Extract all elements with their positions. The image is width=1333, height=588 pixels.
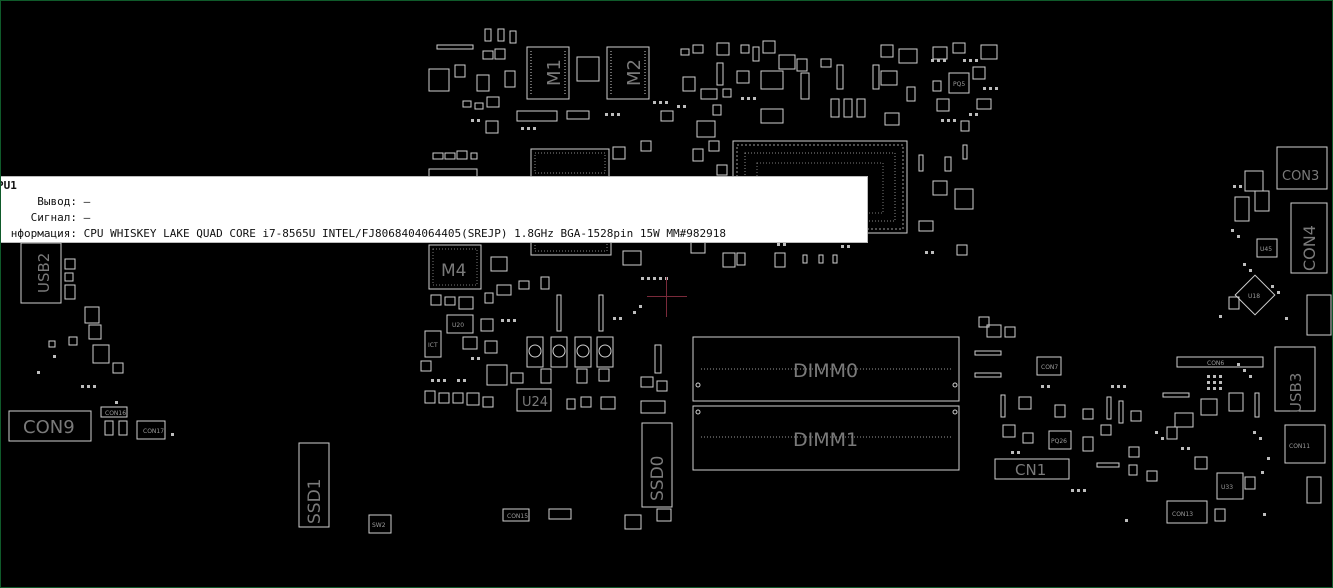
- u33-label: U33: [1221, 484, 1233, 491]
- usb3-label: USB3: [1287, 373, 1305, 413]
- m1-footprint[interactable]: M1: [526, 46, 570, 100]
- usb3-connector[interactable]: USB3: [1274, 346, 1316, 413]
- pq26-footprint[interactable]: [1048, 430, 1072, 450]
- con3-connector[interactable]: CON3: [1276, 146, 1328, 190]
- cn1-label: CN1: [1015, 461, 1046, 479]
- con-small-right[interactable]: [1306, 294, 1332, 336]
- sw2-label: SW2: [372, 522, 386, 529]
- dimm0-slot[interactable]: DIMM0: [692, 336, 960, 402]
- con7-label: CON7: [1041, 364, 1058, 371]
- tooltip-row-pin: Вывод: —: [1, 194, 867, 210]
- u24-footprint[interactable]: [516, 388, 552, 412]
- ssd0-label: SSD0: [648, 456, 668, 502]
- tooltip-value-info: CPU WHISKEY LAKE QUAD CORE i7-8565U INTE…: [83, 227, 727, 240]
- con11-label: CON11: [1289, 443, 1310, 450]
- tooltip-row-signal: Сигнал: —: [1, 210, 867, 226]
- con4-label: CON4: [1300, 225, 1319, 271]
- ssd1-slot[interactable]: SSD1: [298, 442, 330, 528]
- m1-label: M1: [544, 59, 565, 86]
- ict-label: ICT: [428, 342, 438, 349]
- tooltip-value-pin: —: [83, 195, 91, 208]
- con4-connector[interactable]: CON4: [1290, 202, 1328, 274]
- con17-connector[interactable]: [136, 420, 166, 440]
- cn1-connector[interactable]: CN1: [994, 458, 1070, 480]
- sw2-switch[interactable]: [368, 514, 392, 534]
- dimm1-slot[interactable]: DIMM1: [692, 405, 960, 471]
- pq26-label: PQ26: [1051, 438, 1067, 445]
- u18-label: U18: [1248, 293, 1260, 300]
- con16-connector[interactable]: [100, 406, 128, 418]
- u24-label: U24: [522, 395, 548, 410]
- u45-footprint[interactable]: [1256, 238, 1278, 258]
- pq5-footprint[interactable]: [948, 72, 970, 94]
- u20-label: U20: [452, 322, 464, 329]
- m4-label: M4: [441, 261, 466, 281]
- con15-label: CON15: [507, 513, 528, 520]
- tooltip-title: PU1: [1, 179, 17, 192]
- con9-connector[interactable]: CON9: [8, 410, 92, 442]
- con15-connector[interactable]: [502, 508, 530, 522]
- u45-label: U45: [1260, 246, 1272, 253]
- u18-footprint[interactable]: [1234, 274, 1276, 316]
- dimm0-label: DIMM0: [793, 360, 858, 382]
- u33-footprint[interactable]: [1216, 472, 1244, 500]
- con13-label: CON13: [1172, 511, 1193, 518]
- m2-footprint[interactable]: M2: [606, 46, 650, 100]
- con9-label: CON9: [23, 417, 75, 438]
- con6-connector[interactable]: [1176, 356, 1264, 368]
- usb2-label: USB2: [35, 253, 53, 293]
- dimm1-label: DIMM1: [793, 429, 858, 451]
- con6-label: CON6: [1207, 360, 1224, 367]
- ssd0-slot[interactable]: SSD0: [641, 422, 673, 508]
- u20-footprint[interactable]: [446, 314, 474, 334]
- tooltip-key-info: нформация:: [10, 227, 77, 240]
- usb2-connector[interactable]: USB2: [20, 242, 62, 304]
- pq5-label: PQ5: [953, 81, 965, 88]
- con3-label: CON3: [1282, 169, 1319, 184]
- tooltip-value-signal: —: [83, 211, 91, 224]
- component-tooltip: PU1 Вывод: — Сигнал: — нформация: CPU WH…: [1, 176, 868, 243]
- m4-footprint[interactable]: M4: [428, 244, 482, 290]
- tooltip-row-info: нформация: CPU WHISKEY LAKE QUAD CORE i7…: [1, 226, 867, 242]
- tooltip-key-signal: Сигнал:: [30, 211, 77, 224]
- ict-footprint[interactable]: [424, 330, 442, 358]
- con16-label: CON16: [105, 410, 126, 417]
- con7-connector[interactable]: [1036, 356, 1062, 376]
- con17-label: CON17: [143, 428, 164, 435]
- tooltip-key-pin: Вывод:: [37, 195, 77, 208]
- m2-label: M2: [624, 59, 645, 86]
- ssd1-label: SSD1: [305, 479, 325, 525]
- con13-connector[interactable]: [1166, 500, 1208, 524]
- con11-connector[interactable]: [1284, 424, 1326, 464]
